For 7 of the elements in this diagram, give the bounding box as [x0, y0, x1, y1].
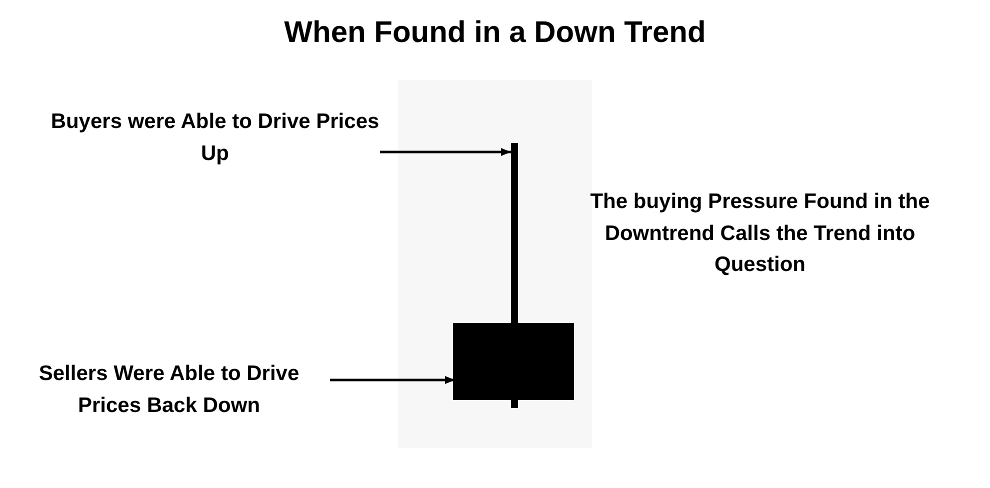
- annotation-text: Sellers Were Able to Drive Prices Back Down: [8, 358, 330, 422]
- arrow: [330, 376, 455, 384]
- candle-body: [453, 323, 574, 400]
- annotation-text: Buyers were Able to Drive Prices Up: [50, 106, 380, 170]
- annotation-note: The buying Pressure Found in the Downtrend Calls the Trend into Question: [589, 189, 931, 278]
- title: When Found in a Down Trend: [283, 16, 707, 50]
- arrow: [380, 148, 511, 156]
